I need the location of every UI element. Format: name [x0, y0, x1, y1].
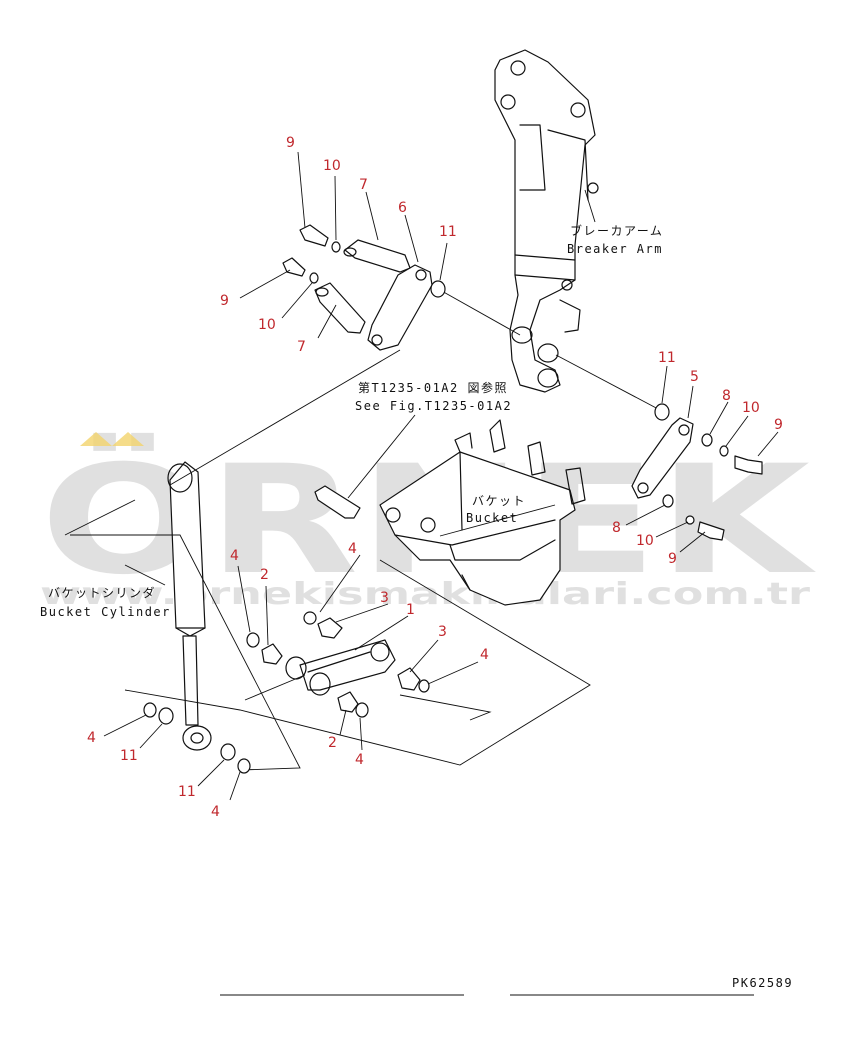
- bushing-3-right: [397, 667, 421, 691]
- bolt-9-upper: [299, 224, 329, 247]
- label-bucket-cylinder-en: Bucket Cylinder: [40, 605, 171, 619]
- callout-4-bottom: 4: [355, 752, 364, 768]
- bushing-3-upper: [317, 617, 343, 639]
- pin-7-upper: [343, 239, 411, 273]
- callout-3-right: 3: [438, 624, 447, 640]
- callout-11-right: 11: [658, 350, 676, 366]
- callout-4-left: 4: [230, 548, 239, 564]
- bolt-9-right-lower: [697, 521, 725, 541]
- callout-6: 6: [398, 200, 407, 216]
- callout-9-right-lower: 9: [668, 551, 677, 567]
- shim-11-cyl-right: [220, 743, 236, 761]
- link-outline-lines: [124, 559, 591, 766]
- leader-see-fig: [347, 414, 416, 499]
- collar-8-upper: [701, 433, 713, 447]
- callout-9-right-upper: 9: [774, 417, 783, 433]
- label-breaker-arm-en: Breaker Arm: [567, 242, 663, 256]
- callout-7-lower: 7: [297, 339, 306, 355]
- bushing-2-left: [261, 643, 283, 665]
- collar-8-lower: [662, 494, 674, 508]
- seal-4-cyl-right: [237, 758, 251, 774]
- callout-2-left: 2: [260, 567, 269, 583]
- callout-10-lower: 10: [258, 317, 276, 333]
- seal-4-left: [246, 632, 260, 648]
- callout-4-right: 4: [480, 647, 489, 663]
- callout-3-upper: 3: [380, 590, 389, 606]
- callout-2-bottom: 2: [328, 735, 337, 751]
- callout-11-upper: 11: [439, 224, 457, 240]
- bucket: [379, 419, 586, 606]
- shim-11-cyl-left: [158, 707, 174, 725]
- label-see-fig-en: See Fig.T1235-01A2: [355, 399, 512, 413]
- link-6: [367, 264, 433, 351]
- callout-9-lower: 9: [220, 293, 229, 309]
- callout-leaders: [103, 151, 779, 801]
- callout-9-upper: 9: [286, 135, 295, 151]
- callout-10-right-lower: 10: [636, 533, 654, 549]
- callout-10-upper: 10: [323, 158, 341, 174]
- washer-10-lower: [309, 272, 319, 284]
- reference-pin: [314, 485, 361, 519]
- link-1: [285, 639, 396, 696]
- bolt-9-right-upper: [734, 455, 763, 475]
- washer-10-right-upper: [719, 445, 729, 457]
- shim-11-right: [654, 403, 670, 421]
- label-bucket-cylinder-jp: バケットシリンダ: [48, 585, 156, 600]
- axis-line-bucket: [439, 504, 556, 537]
- link-5: [631, 417, 694, 499]
- watermark-url: www.ornekismakinalari.com.tr: [40, 577, 810, 612]
- cylinder-outline-lines: [64, 349, 401, 771]
- axis-line-right: [555, 354, 661, 411]
- label-bucket-jp: バケット: [472, 494, 526, 508]
- washer-10-upper: [331, 241, 341, 253]
- callout-4-upper: 4: [348, 541, 357, 557]
- axis-line-upper: [439, 289, 521, 336]
- callout-11-cyl-right: 11: [178, 784, 196, 800]
- seal-4-cyl-left: [143, 702, 157, 718]
- watermark-accent-right: [112, 432, 144, 446]
- seal-4-bottom: [355, 702, 369, 718]
- label-breaker-arm-jp: ブレーカアーム: [570, 223, 663, 238]
- shim-11-upper: [430, 280, 446, 298]
- callout-10-right-upper: 10: [742, 400, 760, 416]
- seal-4-upper: [303, 611, 317, 625]
- leader-bucket-cylinder: [124, 564, 166, 586]
- watermark-accent-left: [80, 432, 112, 446]
- drawing-number: PK62589: [732, 976, 793, 990]
- breaker-arm: [494, 49, 599, 393]
- callout-7-upper: 7: [359, 177, 368, 193]
- callout-1: 1: [406, 602, 415, 618]
- label-bucket-en: Bucket: [466, 511, 518, 525]
- callout-numbers: 9 10 7 6 11 9 10 7 11 5 8 10 9 8 10 9 4 …: [87, 135, 783, 820]
- callout-8-lower: 8: [612, 520, 621, 536]
- callout-8-upper: 8: [722, 388, 731, 404]
- leader-breaker-arm: [584, 189, 596, 223]
- pin-7-lower: [314, 282, 366, 334]
- callout-4-cyl-right: 4: [211, 804, 220, 820]
- callout-11-cyl-left: 11: [120, 748, 138, 764]
- bushing-2-bottom: [337, 691, 359, 713]
- seal-4-right: [418, 679, 430, 693]
- label-see-fig-jp: 第T1235-01A2 図参照: [358, 380, 508, 395]
- bolt-9-lower: [282, 257, 306, 277]
- callout-5: 5: [690, 369, 699, 385]
- callout-4-cyl-left: 4: [87, 730, 96, 746]
